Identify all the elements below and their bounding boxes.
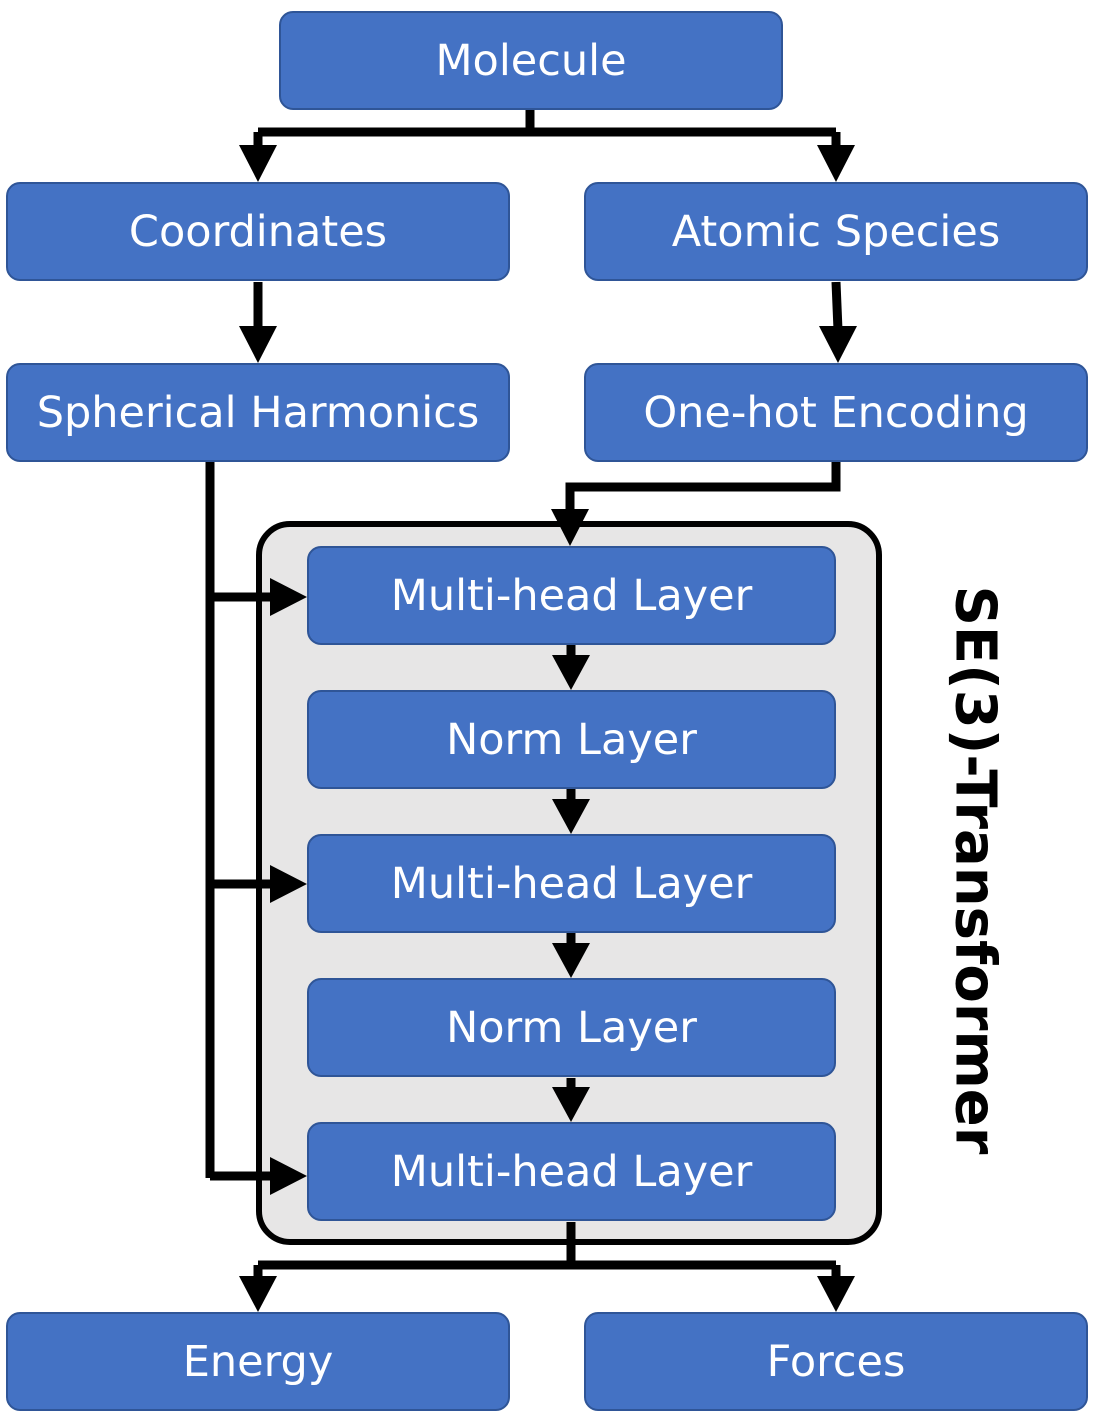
connector-spherical-feed <box>205 462 272 1181</box>
node-energy: Energy <box>6 1312 510 1411</box>
connector-molecule-split <box>253 110 841 148</box>
connector-output-split <box>253 1222 841 1280</box>
arrowhead-layer-4-top <box>552 943 590 978</box>
arrowhead-one-hot-in <box>819 326 857 363</box>
arrowhead-atomic-species-in <box>817 145 855 182</box>
arrowhead-layer-3-top <box>552 799 590 834</box>
arrowhead-layer-5-top <box>552 1087 590 1122</box>
arrowhead-energy-in <box>239 1276 277 1312</box>
node-multi-head-layer-2: Multi-head Layer <box>307 834 836 933</box>
arrowhead-forces-in <box>817 1276 855 1312</box>
connector-atomic-species <box>831 281 843 331</box>
connector-one-hot <box>565 462 841 512</box>
arrowhead-layer-2-top <box>552 655 590 690</box>
node-atomic-species: Atomic Species <box>584 182 1088 281</box>
node-molecule: Molecule <box>279 11 783 110</box>
arrowhead-layer-5-left <box>270 1157 307 1195</box>
arrowhead-layer-1-left <box>270 578 307 616</box>
node-one-hot-encoding: One-hot Encoding <box>584 363 1088 462</box>
node-multi-head-layer-3: Multi-head Layer <box>307 1122 836 1221</box>
node-norm-layer-2: Norm Layer <box>307 978 836 1077</box>
arrowhead-coordinates-in <box>239 145 277 182</box>
arrowhead-layer-3-left <box>270 865 307 903</box>
node-multi-head-layer-1: Multi-head Layer <box>307 546 836 645</box>
arrowhead-spherical-in <box>239 326 277 363</box>
node-norm-layer-1: Norm Layer <box>307 690 836 789</box>
node-spherical-harmonics: Spherical Harmonics <box>6 363 510 462</box>
node-forces: Forces <box>584 1312 1088 1411</box>
arrowhead-layer-1-top <box>551 509 589 546</box>
node-coordinates: Coordinates <box>6 182 510 281</box>
